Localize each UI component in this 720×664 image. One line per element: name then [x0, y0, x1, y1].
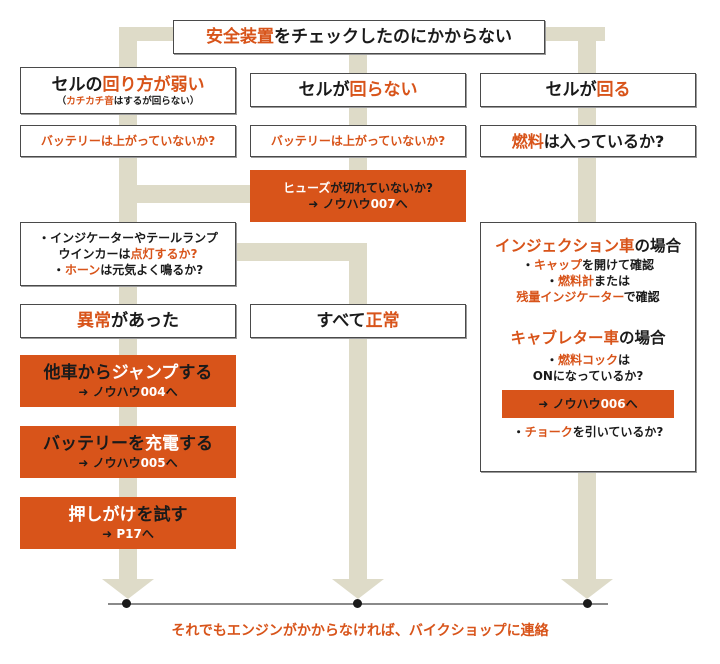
- injection-title-highlight: インジェクション車: [494, 237, 635, 255]
- injection-line-3: で確認: [623, 290, 660, 304]
- action-jump-start[interactable]: 他車からジャンプする ➜ ノウハウ004へ: [20, 355, 236, 407]
- middle-battery-text: バッテリーは上がっていないか?: [270, 134, 446, 148]
- injection-line-2: または: [594, 274, 631, 288]
- carburetor-line-2: ONになっているか?: [532, 369, 644, 383]
- connector-normal-branch: [220, 243, 367, 261]
- ref-text: へ: [141, 527, 154, 541]
- action-text: 他車から: [43, 363, 112, 383]
- horn-highlight: ホーン: [64, 263, 101, 277]
- ref-text: へ: [165, 456, 178, 470]
- ref-text: ➜ ノウハウ: [78, 456, 141, 470]
- arrow-down-right: [561, 579, 613, 599]
- left-header-highlight: 回り方が弱い: [102, 74, 205, 95]
- ref-text: へ: [165, 385, 178, 399]
- title-box: 安全装置をチェックしたのにかからない: [173, 20, 545, 54]
- footer-dot-left: [122, 599, 131, 608]
- lamp-line-2-highlight: 点灯するか?: [130, 247, 198, 261]
- lamp-line-1: ・インジケーターやテールランプ: [38, 231, 218, 245]
- right-header-highlight: 回る: [596, 80, 631, 100]
- middle-header-text: セルが: [298, 80, 350, 100]
- choke-highlight: チョーク: [524, 425, 573, 439]
- bullet: ・: [52, 263, 65, 277]
- fuel-text: は入っているか?: [543, 131, 665, 151]
- ref-text: へ: [395, 197, 408, 211]
- carburetor-title: の場合: [619, 329, 666, 347]
- left-header-text: セルの: [51, 74, 103, 95]
- injection-title: の場合: [634, 237, 682, 255]
- carburetor-line-1: は: [618, 353, 631, 367]
- middle-header-box: セルが回らない: [250, 73, 466, 107]
- carburetor-title-highlight: キャブレター車: [510, 329, 619, 347]
- connector-mid-mask: [349, 215, 367, 243]
- action-text: バッテリーを: [43, 434, 145, 454]
- sub-text: はするが回らない）: [113, 95, 200, 107]
- left-battery-text: バッテリーは上がっていないか?: [40, 134, 216, 148]
- fuel-detail-box: インジェクション車の場合 ・キャップを開けて確認 ・燃料計または 残量インジケー…: [480, 222, 696, 472]
- action-highlight: ジャンプ: [111, 363, 179, 383]
- abnormal-text: があった: [111, 311, 179, 331]
- connector-fuse-branch: [119, 185, 259, 203]
- ref-number: 004: [140, 385, 166, 399]
- ref-text: ➜ ノウハウ: [78, 385, 141, 399]
- ref-number: 005: [140, 456, 166, 470]
- ref-text: ➜ ノウハウ: [308, 197, 371, 211]
- fuel-check-box: 燃料は入っているか?: [480, 125, 696, 157]
- footer-text: それでもエンジンがかからなければ、バイクショップに連絡: [171, 623, 549, 639]
- ref-text: へ: [625, 397, 638, 411]
- ref-text: ➜ ノウハウ: [538, 397, 601, 411]
- sub-highlight: カチカチ音: [66, 95, 114, 107]
- fuse-check-box[interactable]: ヒューズが切れていないか? ➜ ノウハウ007へ: [250, 170, 466, 222]
- arrow-down-middle: [332, 579, 384, 599]
- action-text: を試す: [136, 505, 188, 525]
- fuse-text: が切れていないか?: [330, 181, 433, 195]
- action-highlight: 充電: [145, 434, 179, 454]
- action-highlight: 押しがけ: [68, 505, 137, 525]
- middle-header-highlight: らない: [366, 80, 418, 100]
- normal-text: すべて: [316, 311, 366, 331]
- left-battery-box: バッテリーは上がっていないか?: [20, 125, 236, 157]
- abnormal-highlight: 異常: [77, 311, 111, 331]
- abnormal-box: 異常があった: [20, 304, 236, 338]
- footer-dot-right: [583, 599, 592, 608]
- normal-highlight: 正常: [365, 311, 400, 331]
- ref-number: 006: [600, 397, 626, 411]
- ref-text: ➜: [102, 527, 117, 541]
- title-text: をチェックしたのにかからない: [274, 27, 512, 47]
- right-header-text: セルが: [545, 80, 597, 100]
- injection-line-1: を開けて確認: [582, 258, 655, 272]
- bullet: ・: [545, 274, 558, 288]
- action-charge-battery[interactable]: バッテリーを充電する ➜ ノウハウ005へ: [20, 426, 236, 478]
- bullet: ・: [521, 258, 534, 272]
- lamp-line-3: は元気よく鳴るか?: [100, 263, 204, 277]
- sub-paren: （: [56, 95, 67, 107]
- footer-dot-middle: [353, 599, 362, 608]
- bullet: ・: [545, 353, 558, 367]
- bullet: ・: [512, 425, 525, 439]
- fuel-highlight: 燃料: [511, 131, 544, 151]
- arrow-down-left: [102, 579, 154, 599]
- middle-battery-box: バッテリーは上がっていないか?: [250, 125, 466, 157]
- fuel-gauge-highlight: 燃料計: [557, 274, 594, 288]
- action-text: する: [178, 363, 213, 383]
- title-highlight: 安全装置: [206, 27, 274, 47]
- lamp-line-2: ウインカーは: [58, 247, 131, 261]
- all-normal-box: すべて正常: [250, 304, 466, 338]
- ref-number: 007: [370, 197, 396, 211]
- fuel-cock-highlight: 燃料コック: [557, 353, 618, 367]
- indicator-highlight: 残量インジケーター: [516, 290, 624, 304]
- middle-header-highlight: 回: [349, 80, 367, 100]
- connector-middle-vertical: [349, 27, 367, 579]
- action-push-start[interactable]: 押しがけを試す ➜ P17へ: [20, 497, 236, 549]
- action-text: する: [179, 434, 213, 454]
- fuse-highlight: ヒューズ: [282, 181, 331, 195]
- cap-highlight: キャップ: [533, 258, 582, 272]
- left-header-box: セルの回り方が弱い （カチカチ音はするが回らない）: [20, 67, 236, 114]
- ref-number: P17: [116, 527, 142, 541]
- lamp-check-box: ・インジケーターやテールランプ ウインカーは点灯するか? ・ホーンは元気よく鳴る…: [20, 222, 236, 286]
- carburetor-line-3: を引いているか?: [572, 425, 664, 439]
- right-header-box: セルが回る: [480, 73, 696, 107]
